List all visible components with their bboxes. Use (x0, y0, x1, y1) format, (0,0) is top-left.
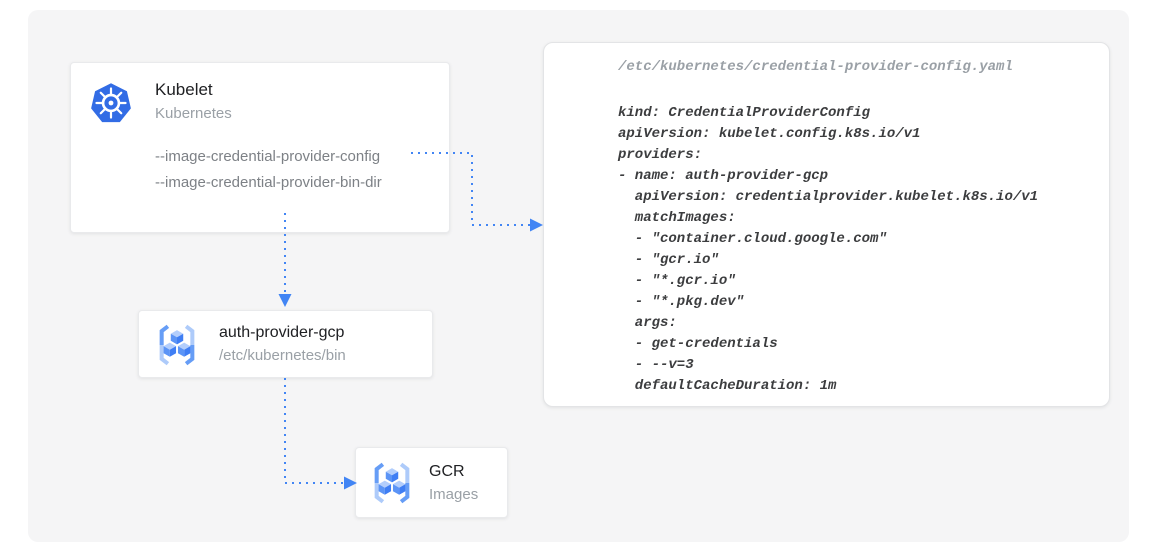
kubelet-title: Kubelet (155, 80, 213, 99)
flag-image-credential-provider-config: --image-credential-provider-config (155, 148, 381, 165)
kubelet-subtitle: Kubernetes (155, 105, 232, 122)
auth-provider-title: auth-provider-gcp (219, 324, 345, 341)
container-registry-icon (369, 460, 415, 506)
arrowhead-into-config-icon (530, 218, 543, 232)
diagram-panel: Kubelet Kubernetes --image-credential-pr… (28, 10, 1129, 542)
kubernetes-helm-icon (89, 81, 133, 125)
gcr-card: GCR Images (355, 447, 508, 518)
container-registry-icon (154, 322, 200, 368)
gcr-title: GCR (429, 463, 465, 480)
flag-image-credential-provider-bin-dir: --image-credential-provider-bin-dir (155, 174, 382, 191)
auth-provider-gcp-card: auth-provider-gcp /etc/kubernetes/bin (138, 310, 433, 378)
config-file-path: /etc/kubernetes/credential-provider-conf… (618, 59, 1013, 75)
auth-provider-subtitle: /etc/kubernetes/bin (219, 347, 346, 364)
arrowhead-into-auth-provider-icon (278, 294, 292, 307)
kubelet-card: Kubelet Kubernetes --image-credential-pr… (70, 62, 450, 233)
kubelet-flags: --image-credential-provider-config --ima… (155, 144, 382, 196)
connector-auth-provider-to-gcr (284, 378, 344, 484)
credential-provider-config-card: /etc/kubernetes/credential-provider-conf… (543, 42, 1110, 407)
config-yaml-code: kind: CredentialProviderConfig apiVersio… (618, 105, 1039, 394)
gcr-subtitle: Images (429, 486, 479, 503)
